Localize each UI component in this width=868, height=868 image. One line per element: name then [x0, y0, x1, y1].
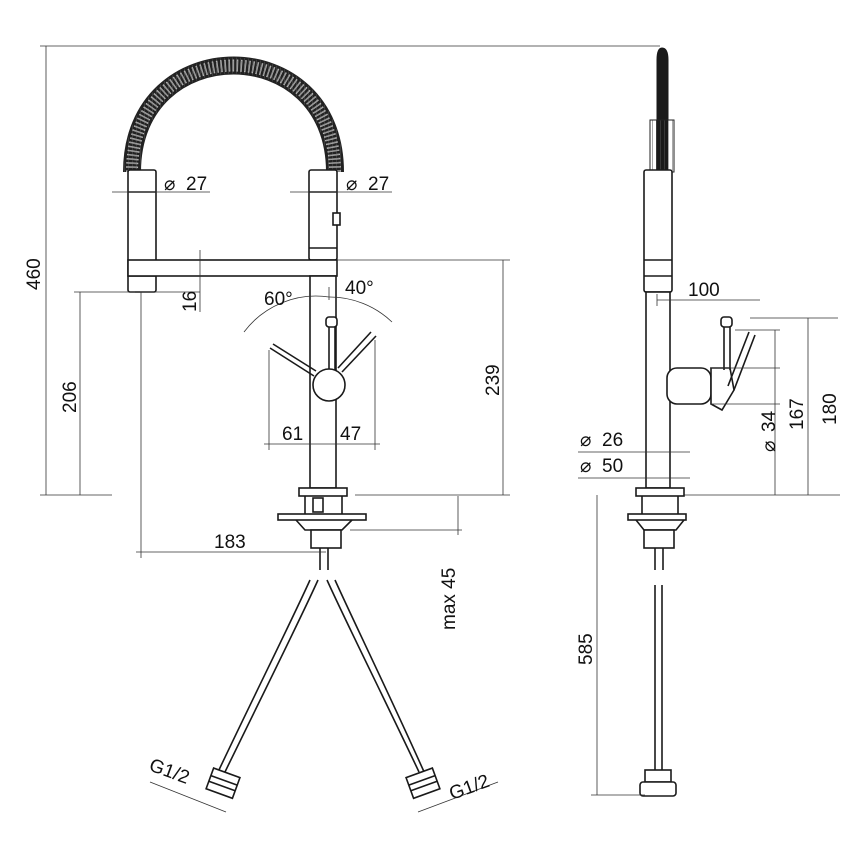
dia-symbol-left: ⌀ — [164, 174, 175, 195]
connector-left — [205, 767, 241, 800]
front-view: 460 ⌀ 27 ⌀ 27 — [24, 45, 660, 813]
label-dia-right: 27 — [368, 174, 389, 195]
spout-arm — [127, 259, 338, 277]
dim-dia-right: ⌀ 27 — [290, 174, 392, 195]
dim-hose-length: 585 — [576, 495, 645, 796]
connector-right — [405, 767, 441, 800]
label-spray-offset: 16 — [180, 291, 201, 312]
dia-symbol-neck: ⌀ — [580, 430, 591, 451]
dim-spout-height: 239 — [337, 259, 510, 496]
label-lever-left-reach: 61 — [282, 424, 303, 445]
label-body-dia: 34 — [759, 410, 780, 432]
dim-body-dia: ⌀ 34 — [710, 367, 780, 452]
label-projection: 183 — [214, 532, 246, 553]
dia-symbol-body: ⌀ — [759, 441, 780, 452]
dia-symbol-base: ⌀ — [580, 456, 591, 477]
side-handle-block — [666, 367, 712, 405]
label-lever-height-low: 167 — [787, 398, 808, 430]
dim-handle-projection: 100 — [656, 280, 760, 306]
dim-neck-base: ⌀ 26 ⌀ 50 — [578, 430, 690, 479]
label-connector-left: G1/2 — [146, 755, 192, 789]
spring-hose — [123, 56, 344, 173]
label-angle-right: 40° — [345, 278, 374, 299]
label-hose-length: 585 — [576, 633, 597, 665]
label-lever-height-high: 180 — [820, 393, 841, 425]
label-spout-height: 239 — [483, 364, 504, 396]
label-lever-right-reach: 47 — [340, 424, 361, 445]
side-hose — [639, 585, 677, 797]
side-view: 100 167 180 ⌀ 34 ⌀ 26 ⌀ 50 — [576, 47, 841, 797]
dim-lever-angles: 60° 40° — [243, 278, 393, 333]
dim-spout-reach: 206 — [60, 291, 135, 495]
side-spray-head — [643, 169, 673, 293]
side-base — [627, 487, 687, 570]
label-handle-projection: 100 — [688, 280, 720, 301]
label-connector-right: G1/2 — [447, 771, 493, 805]
dim-deck-thickness: max 45 — [350, 496, 462, 630]
dim-dia-left: ⌀ 27 — [112, 174, 210, 195]
dim-overall-height: 460 — [24, 45, 660, 496]
dim-lever-reach: 61 47 — [264, 340, 380, 450]
dia-symbol-right: ⌀ — [346, 174, 357, 195]
label-deck-thickness: max 45 — [439, 568, 460, 630]
side-body — [645, 291, 671, 489]
dim-projection: 183 — [136, 292, 326, 558]
label-base-dia: 50 — [602, 456, 623, 477]
label-neck-dia: 26 — [602, 430, 623, 451]
label-spout-reach: 206 — [60, 381, 81, 413]
dim-spray-offset: 16 — [140, 250, 201, 312]
label-dia-left: 27 — [186, 174, 207, 195]
lever-assembly — [269, 316, 377, 402]
label-angle-left: 60° — [264, 289, 293, 310]
side-connector — [644, 769, 672, 783]
base-flange — [277, 487, 367, 570]
lever-pivot — [312, 368, 346, 402]
label-height-overall: 460 — [24, 258, 45, 290]
